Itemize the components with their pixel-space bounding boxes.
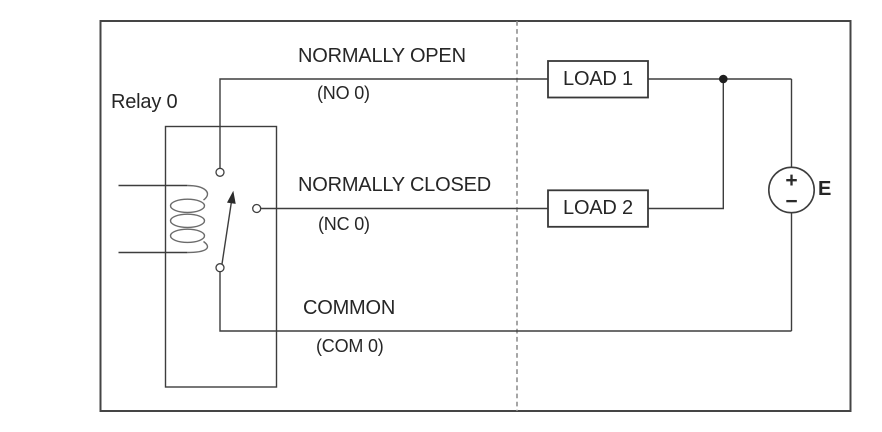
relay-enclosure (164, 125, 278, 388)
nc-pin-label: (NC 0) (318, 214, 370, 234)
coil-loop (169, 213, 206, 229)
junction-branch-wire (648, 79, 724, 210)
common-label: COMMON (303, 297, 396, 319)
minus-sign-icon: − (785, 190, 797, 213)
com-pin-label: (COM 0) (316, 336, 384, 356)
coil-top-arc (186, 184, 209, 201)
normally-open-label: NORMALLY OPEN (298, 45, 466, 67)
coil-bottom-arc (186, 240, 209, 254)
no-contact-terminal (215, 167, 225, 177)
load1-box (547, 60, 649, 99)
outer-frame (99, 20, 852, 412)
relay-label: Relay 0 (111, 91, 178, 113)
coil-loop (169, 198, 206, 214)
switch-arm (221, 201, 233, 265)
source-label: E (818, 178, 832, 200)
junction-dot (719, 74, 728, 84)
coil-loop (169, 228, 206, 244)
relay-coil-icon (169, 184, 209, 254)
voltage-source-circle (767, 166, 815, 214)
load2-box (547, 189, 649, 228)
nc-contact-terminal (252, 203, 262, 214)
normally-closed-label: NORMALLY CLOSED (298, 174, 491, 196)
load1-label: LOAD 1 (563, 67, 633, 90)
com-contact-terminal (215, 263, 225, 273)
no-pin-label: (NO 0) (317, 83, 370, 103)
plus-sign-icon: + (785, 169, 797, 192)
switch-arrowhead-icon (227, 190, 236, 204)
no-wire (219, 78, 548, 169)
load2-label: LOAD 2 (563, 196, 633, 219)
com-wire (219, 271, 792, 332)
